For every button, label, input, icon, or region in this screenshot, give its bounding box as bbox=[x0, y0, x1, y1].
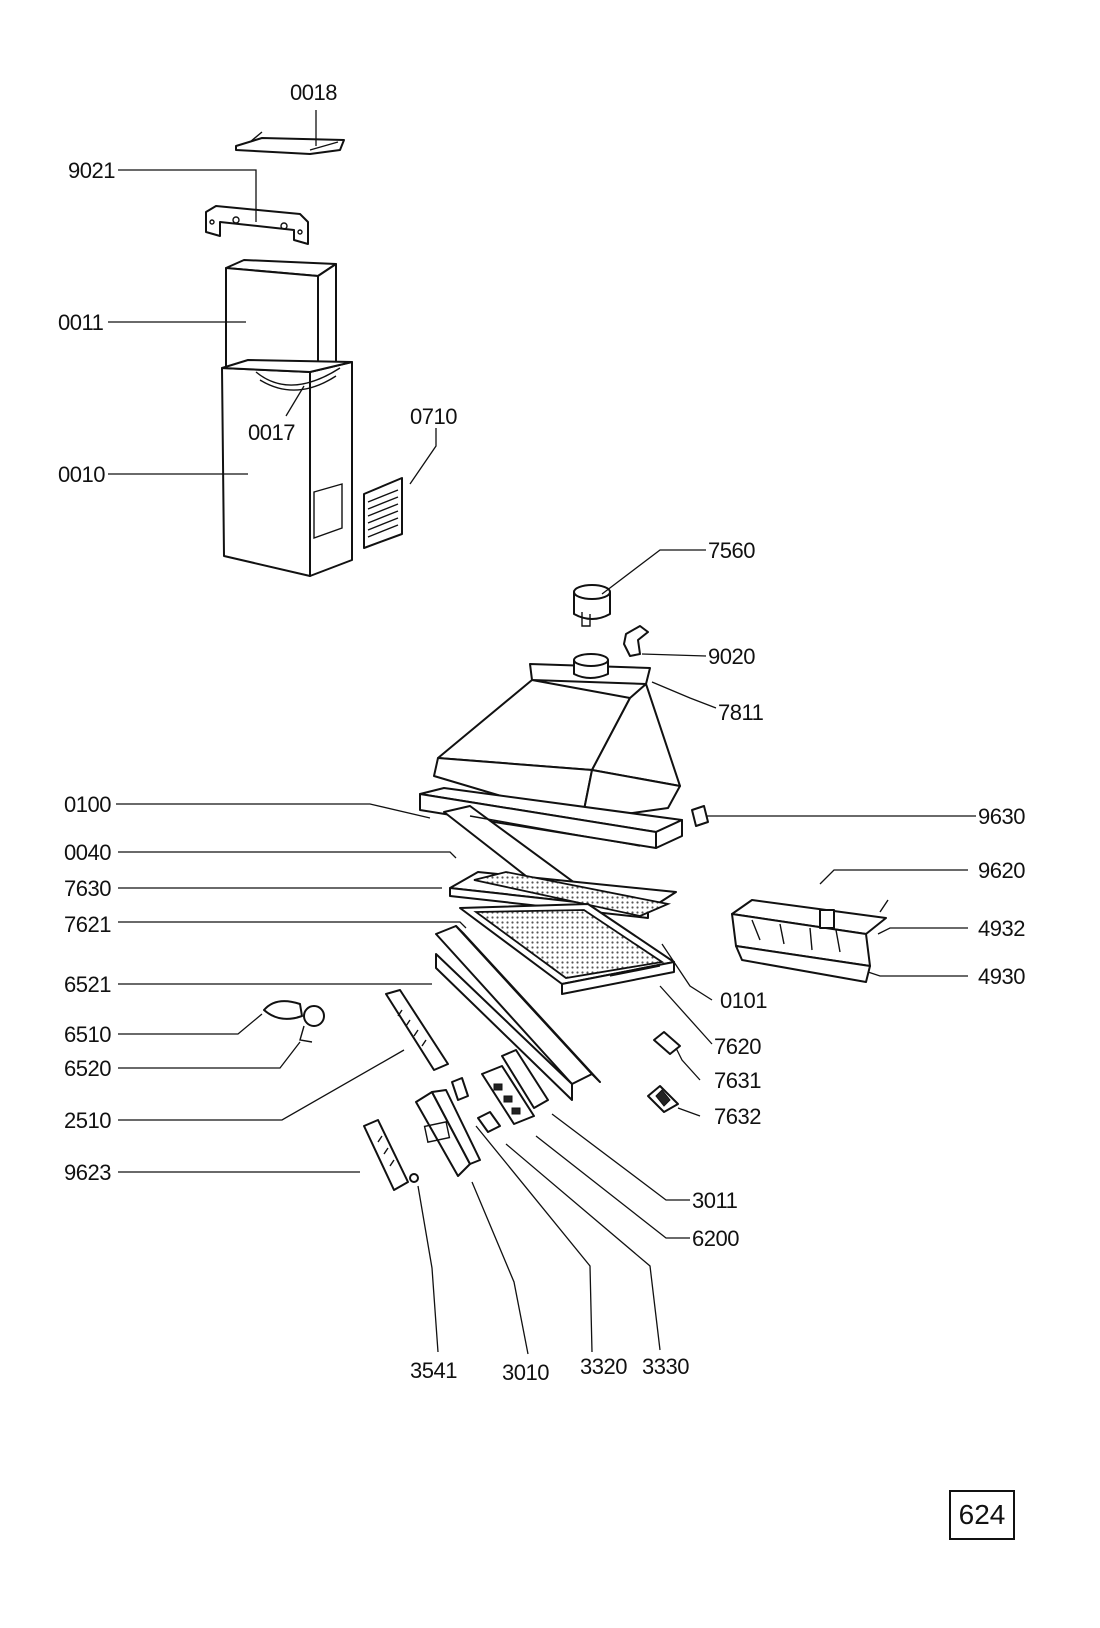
label-0018: 0018 bbox=[290, 80, 337, 105]
label-7620: 7620 bbox=[714, 1034, 761, 1059]
label-6520: 6520 bbox=[64, 1056, 111, 1081]
label-2510: 2510 bbox=[64, 1108, 111, 1133]
label-9630: 9630 bbox=[978, 804, 1025, 829]
part-0018-top-cap bbox=[235, 131, 345, 155]
label-7560: 7560 bbox=[708, 538, 755, 563]
label-9021: 9021 bbox=[68, 158, 115, 183]
label-9620: 9620 bbox=[978, 858, 1025, 883]
part-3011-circuit-board bbox=[481, 1049, 549, 1125]
part-labels: 0018 9021 0011 0017 0010 0710 7560 9020 … bbox=[58, 80, 1026, 1385]
page-number: 624 bbox=[958, 1499, 1006, 1530]
label-9020: 9020 bbox=[708, 644, 755, 669]
label-3330: 3330 bbox=[642, 1354, 689, 1379]
part-9630-switch bbox=[691, 805, 709, 827]
part-9623-fascia bbox=[363, 1119, 409, 1191]
label-6200: 6200 bbox=[692, 1226, 739, 1251]
label-0100: 0100 bbox=[64, 792, 111, 817]
label-0040: 0040 bbox=[64, 840, 111, 865]
label-6521: 6521 bbox=[64, 972, 111, 997]
part-0010-lower-chimney bbox=[221, 359, 353, 577]
label-0101: 0101 bbox=[720, 988, 767, 1013]
label-3010: 3010 bbox=[502, 1360, 549, 1385]
part-9021-bracket bbox=[205, 205, 309, 245]
part-3010-control-housing bbox=[415, 1089, 481, 1177]
label-0011: 0011 bbox=[58, 310, 104, 335]
part-7631-chip bbox=[653, 1031, 681, 1055]
leader-lines bbox=[108, 110, 976, 1355]
part-7620-mesh-filter bbox=[459, 903, 675, 995]
label-7631: 7631 bbox=[714, 1068, 761, 1093]
label-4932: 4932 bbox=[978, 916, 1025, 941]
label-0710: 0710 bbox=[410, 404, 457, 429]
label-6510: 6510 bbox=[64, 1022, 111, 1047]
part-9020-clip bbox=[623, 625, 649, 657]
label-3011: 3011 bbox=[692, 1188, 738, 1213]
label-9623: 9623 bbox=[64, 1160, 111, 1185]
part-3320-switch bbox=[451, 1077, 469, 1101]
part-7632-chip bbox=[647, 1085, 679, 1113]
label-7632: 7632 bbox=[714, 1104, 761, 1129]
part-6521-light-cover bbox=[435, 925, 601, 1101]
part-9620-control-unit bbox=[731, 899, 889, 983]
label-7621: 7621 bbox=[64, 912, 111, 937]
part-3330-switch bbox=[477, 1111, 501, 1133]
part-6510-lamp bbox=[263, 1000, 325, 1043]
part-7560-motor bbox=[573, 584, 611, 627]
part-0710-grille bbox=[363, 477, 403, 549]
label-0017: 0017 bbox=[248, 420, 295, 445]
label-0010: 0010 bbox=[58, 462, 105, 487]
label-3541: 3541 bbox=[410, 1358, 457, 1383]
label-7811: 7811 bbox=[718, 700, 764, 725]
part-0011-upper-chimney bbox=[225, 259, 337, 377]
part-2510-button-strip bbox=[385, 989, 449, 1071]
part-3541-knob bbox=[409, 1173, 419, 1183]
label-7630: 7630 bbox=[64, 876, 111, 901]
label-4930: 4930 bbox=[978, 964, 1025, 989]
page-number-box: 624 bbox=[949, 1490, 1015, 1540]
label-3320: 3320 bbox=[580, 1354, 627, 1379]
